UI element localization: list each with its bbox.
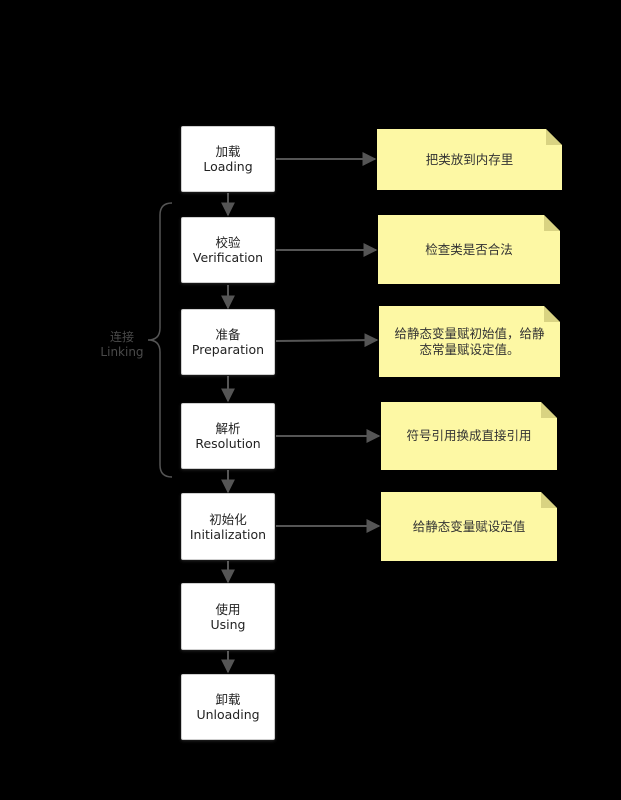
note-resolution-text: 符号引用换成直接引用 <box>406 428 532 443</box>
stage-unloading-zh: 卸载 <box>215 692 241 707</box>
note-preparation-text: 给静态变量赋初始值，给静态常量赋设定值。 <box>394 325 545 357</box>
stage-loading-zh: 加载 <box>215 144 241 159</box>
linking-brace <box>147 202 173 478</box>
stage-preparation: 准备 Preparation <box>181 309 275 375</box>
stage-initialization-zh: 初始化 <box>209 511 247 527</box>
note-verification-text: 检查类是否合法 <box>425 241 513 257</box>
arrow-preparation-to-note <box>275 333 379 348</box>
stage-using-zh: 使用 <box>215 601 241 617</box>
note-initialization-text: 给静态变量赋设定值 <box>412 518 526 534</box>
stage-loading-en: Loading <box>203 159 253 174</box>
note-verification: 检查类是否合法 <box>378 215 560 284</box>
linking-label-zh: 连接 <box>109 330 134 344</box>
stage-verification-zh: 校验 <box>215 235 241 250</box>
stage-initialization: 初始化 Initialization <box>181 493 275 560</box>
linking-label-en: Linking <box>100 345 144 359</box>
stage-loading: 加载 Loading <box>181 126 275 192</box>
stage-resolution: 解析 Resolution <box>181 403 275 469</box>
stage-unloading: 卸载 Unloading <box>181 674 275 740</box>
stage-using: 使用 Using <box>181 583 275 650</box>
stage-verification-en: Verification <box>192 250 264 265</box>
stage-preparation-zh: 准备 <box>215 327 241 342</box>
note-resolution: 符号引用换成直接引用 <box>381 402 557 470</box>
stage-resolution-en: Resolution <box>195 436 261 451</box>
note-loading: 把类放到内存里 <box>377 129 562 190</box>
stage-using-en: Using <box>210 616 246 632</box>
stage-unloading-en: Unloading <box>196 707 260 722</box>
stage-preparation-en: Preparation <box>191 342 265 357</box>
note-initialization: 给静态变量赋设定值 <box>381 492 557 561</box>
stage-verification: 校验 Verification <box>181 217 275 283</box>
stage-initialization-en: Initialization <box>189 526 267 542</box>
note-loading-text: 把类放到内存里 <box>425 151 514 167</box>
linking-group-label: 连接 Linking <box>96 330 148 360</box>
note-preparation: 给静态变量赋初始值，给静态常量赋设定值。 <box>379 306 560 377</box>
stage-resolution-zh: 解析 <box>215 421 241 436</box>
